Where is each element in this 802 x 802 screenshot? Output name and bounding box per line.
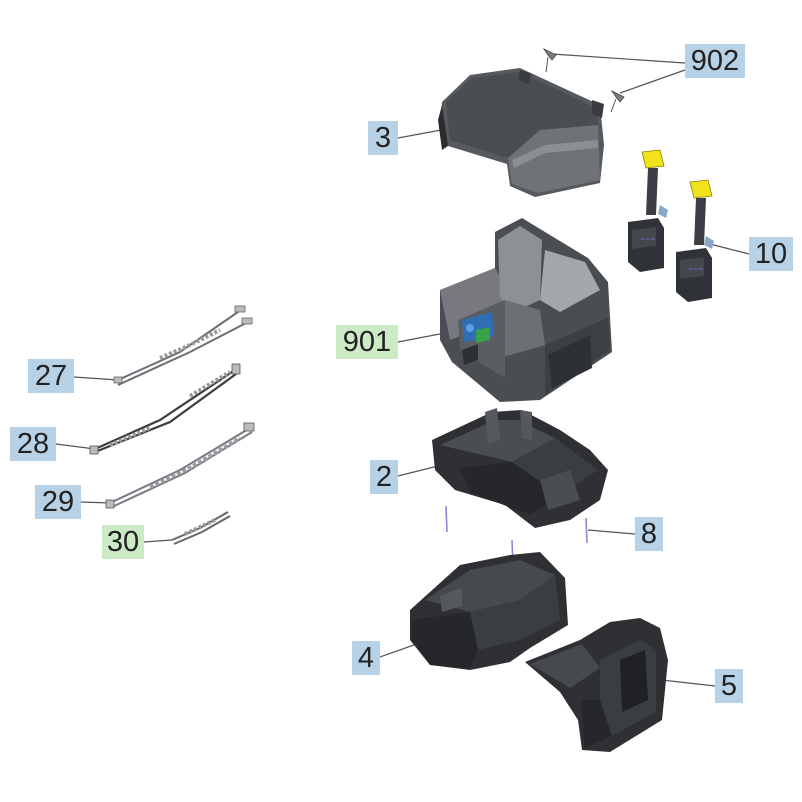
callout-27: 27	[28, 359, 74, 393]
callout-28: 28	[10, 427, 56, 461]
part-901-housing	[440, 218, 612, 402]
callout-10: 10	[749, 237, 793, 271]
part-4-base	[410, 552, 568, 670]
leader-30	[143, 539, 173, 543]
leader-29	[80, 501, 111, 504]
callout-29: 29	[35, 485, 81, 519]
part-902-screws	[542, 47, 625, 113]
part-30-cable	[171, 511, 231, 545]
callout-30: 30	[102, 525, 144, 559]
panel-green-area	[476, 327, 490, 343]
leader-27	[73, 376, 119, 381]
leader-8	[587, 529, 636, 535]
part-28-cable	[89, 363, 241, 455]
part-2-tray	[432, 408, 608, 528]
part-3-top-cover	[438, 68, 604, 197]
connector-left: ≈≈≈	[628, 149, 668, 272]
part-10-connectors: ≈≈≈ ≈≈≈	[628, 149, 714, 302]
svg-text:≈≈≈: ≈≈≈	[640, 236, 655, 243]
callout-3: 3	[368, 121, 398, 155]
callout-4: 4	[352, 641, 380, 675]
part-29-cable	[105, 422, 255, 509]
leader-10	[705, 242, 750, 255]
leader-902-b	[619, 69, 686, 94]
callout-902: 902	[685, 44, 745, 78]
connector-right: ≈≈≈	[676, 179, 714, 302]
part-27-cable	[113, 305, 253, 386]
callout-8: 8	[635, 517, 663, 551]
svg-text:≈≈≈: ≈≈≈	[688, 266, 703, 273]
callout-901: 901	[336, 325, 398, 359]
leader-901	[397, 332, 446, 343]
part-5-frame	[525, 618, 668, 752]
callout-5: 5	[715, 669, 743, 703]
leader-5	[661, 679, 716, 687]
leader-902-a	[551, 53, 686, 64]
leader-28	[55, 443, 96, 450]
leader-lines	[55, 53, 750, 687]
callout-2: 2	[370, 460, 398, 494]
